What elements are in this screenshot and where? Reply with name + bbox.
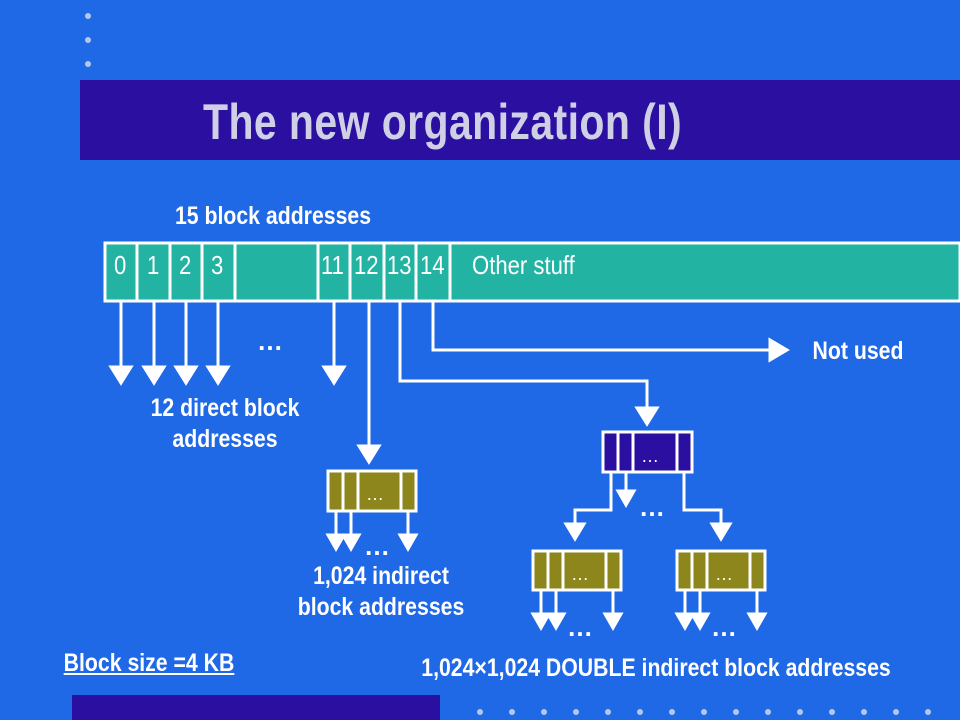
inode-cell-dividers — [135, 243, 452, 301]
inode-other-stuff: Other stuff — [472, 250, 575, 280]
top-block-ellipsis: … — [641, 446, 659, 466]
decor-dot — [85, 13, 91, 19]
indirect-block-arrows — [325, 511, 419, 553]
indirect-label-line1: 1,024 indirect — [313, 562, 449, 590]
direct-label-line1: 12 direct block — [150, 394, 300, 422]
inode-cell-0: 0 — [114, 250, 127, 280]
direct-ellipsis: … — [257, 326, 283, 356]
right-block-ellipsis: … — [715, 564, 733, 584]
double-indirect-right-arrows — [674, 590, 768, 632]
direct-label-line2: addresses — [172, 425, 278, 453]
double-indirect-top-arrows — [563, 472, 733, 542]
double-indirect-left-arrows — [530, 590, 624, 632]
indirect-label-line2: block addresses — [297, 593, 465, 621]
title-band — [80, 80, 960, 160]
left-block-ellipsis: … — [571, 564, 589, 584]
indirect-block-ellipsis: … — [366, 484, 384, 504]
inode-cell-3: 3 — [211, 250, 224, 280]
inode-cell-12: 12 — [354, 250, 379, 280]
decor-dot — [85, 37, 91, 43]
double-indirect-arrow — [398, 301, 660, 427]
indirect-arrow — [356, 301, 382, 465]
inode-record — [103, 241, 960, 303]
not-used-arrow — [431, 301, 790, 363]
double-indirect-top-block — [601, 430, 694, 474]
direct-arrows — [108, 301, 347, 386]
indirect-block — [326, 469, 418, 513]
inode-cell-13: 13 — [387, 250, 412, 280]
double-indirect-block-left — [531, 549, 623, 592]
double-indirect-label: 1,024×1,024 DOUBLE indirect block addres… — [421, 654, 891, 682]
bottom-band — [72, 695, 440, 720]
inode-cell-11: 11 — [321, 250, 344, 280]
inode-cell-14: 14 — [420, 250, 445, 280]
double-indirect-block-right — [675, 549, 767, 592]
block-addresses-label: 15 block addresses — [174, 202, 372, 230]
left-ellipsis: … — [567, 612, 593, 642]
right-ellipsis: … — [711, 612, 737, 642]
inode-cell-1: 1 — [147, 250, 160, 280]
inode-cell-2: 2 — [179, 250, 192, 280]
not-used-label: Not used — [812, 337, 904, 365]
page-title: The new organization (I) — [203, 94, 683, 150]
indirect-ellipsis: … — [364, 531, 390, 561]
top-ellipsis: … — [639, 492, 665, 522]
block-size-label: Block size =4 KB — [63, 649, 235, 677]
decor-dot — [85, 61, 91, 67]
